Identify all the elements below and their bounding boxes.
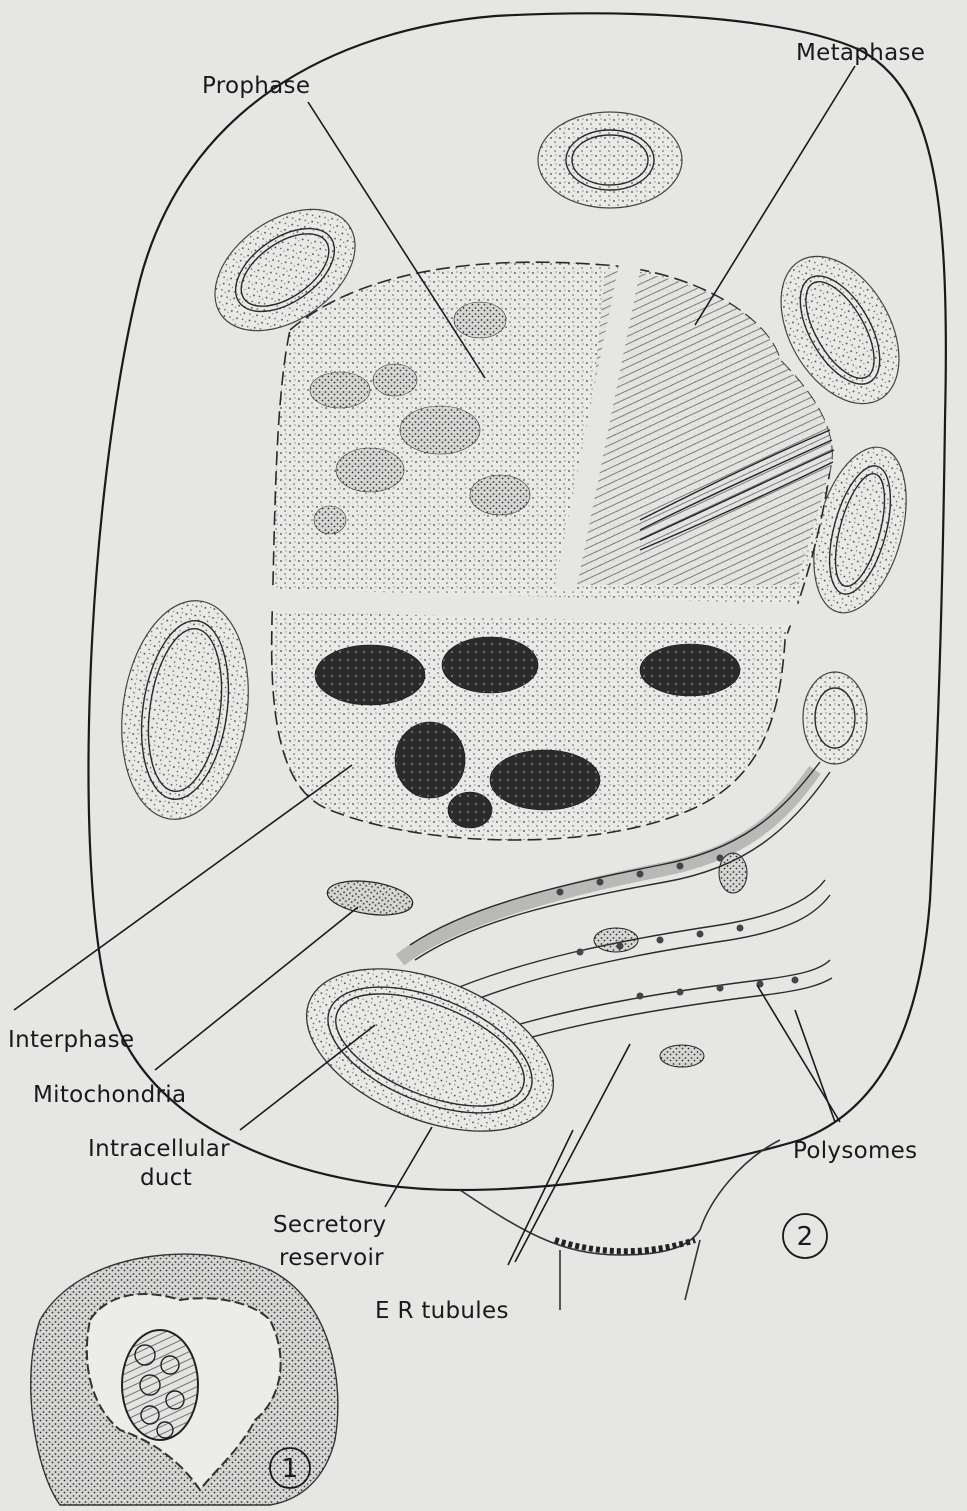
label-intracellular-duct-line2: duct — [140, 1165, 192, 1191]
label-secretory-reservoir-line1: Secretory — [273, 1212, 386, 1238]
figure-number-2: 2 — [797, 1222, 814, 1252]
label-metaphase: Metaphase — [796, 40, 925, 66]
label-secretory-reservoir-line2: reservoir — [279, 1245, 384, 1271]
nucleus — [270, 262, 834, 840]
label-er-tubules: E R tubules — [375, 1298, 509, 1324]
label-mitochondria: Mitochondria — [33, 1082, 186, 1108]
label-polysomes: Polysomes — [793, 1138, 917, 1164]
label-interphase: Interphase — [8, 1027, 134, 1053]
label-prophase: Prophase — [202, 73, 310, 99]
label-intracellular-duct-line1: Intracellular — [88, 1136, 230, 1162]
figure-number-1: 1 — [282, 1454, 299, 1484]
